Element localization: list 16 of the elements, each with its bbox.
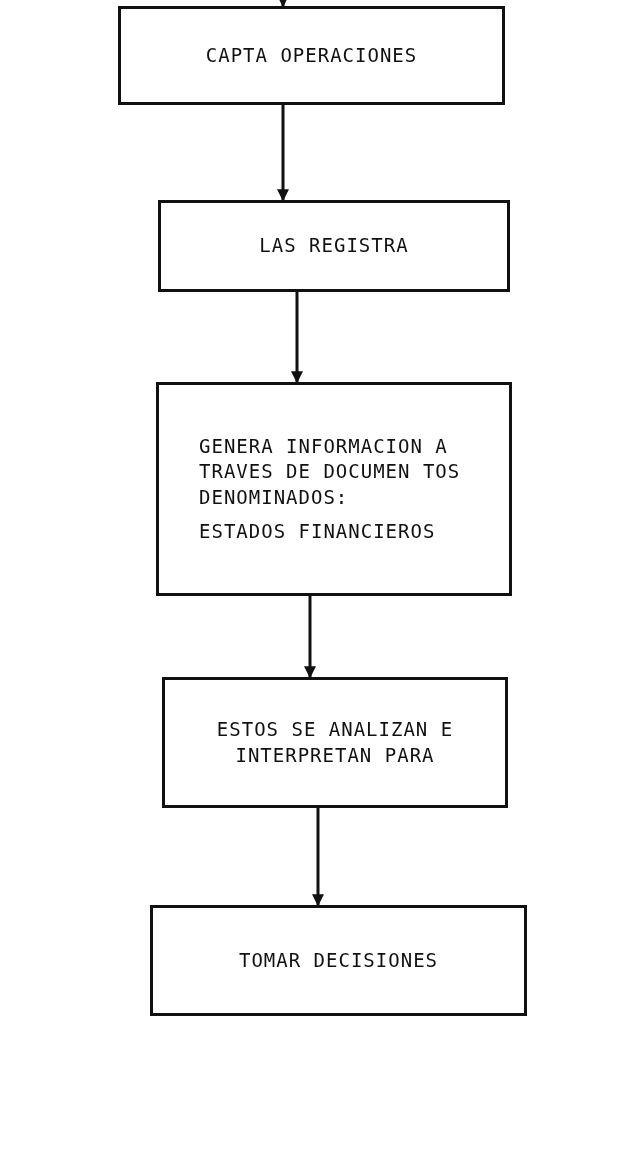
process-box [156, 382, 512, 596]
arrow [277, 105, 289, 202]
process-box [118, 6, 505, 105]
process-box [150, 905, 527, 1016]
arrow [291, 292, 303, 384]
box-text: ESTOS SE ANALIZAN E INTERPRETAN PARA [215, 716, 455, 768]
box-text: GENERA INFORMACION A TRAVES DE DOCUMEN TOS DENOMINADOS: [199, 433, 462, 510]
box-text: LAS REGISTRA [259, 233, 409, 259]
arrow [312, 808, 324, 907]
process-box [162, 677, 508, 808]
box-text: CAPTA OPERACIONES [205, 42, 418, 68]
arrow [304, 596, 316, 679]
box-text: TOMAR DECISIONES [239, 947, 438, 973]
process-box [158, 200, 510, 292]
box-text: ESTADOS FINANCIEROS [199, 518, 436, 544]
arrow [277, 0, 289, 8]
